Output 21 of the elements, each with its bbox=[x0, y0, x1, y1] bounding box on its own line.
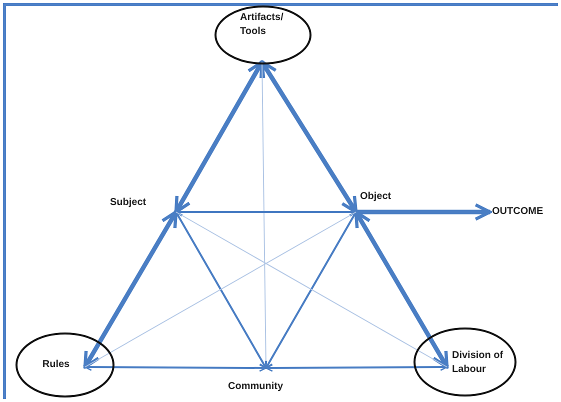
node-text: Object bbox=[360, 190, 392, 204]
arrow bbox=[265, 211, 357, 369]
connector-line bbox=[176, 212, 448, 368]
node-text: Artifacts/ Tools bbox=[240, 11, 284, 39]
arrow bbox=[175, 211, 267, 369]
arrow bbox=[175, 208, 357, 216]
arrow bbox=[174, 60, 264, 214]
connector-line bbox=[84, 212, 356, 368]
arrow bbox=[260, 60, 358, 214]
arrow bbox=[356, 203, 492, 221]
node-text: Community bbox=[228, 380, 283, 394]
node-text: OUTCOME bbox=[492, 205, 544, 219]
arrow bbox=[84, 363, 267, 372]
arrow bbox=[265, 363, 448, 372]
ellipse-node bbox=[413, 327, 517, 397]
node-text: Division of Labour bbox=[452, 349, 504, 377]
ellipse-node bbox=[214, 5, 312, 65]
ellipse-node bbox=[15, 332, 115, 398]
node-text: Subject bbox=[110, 196, 146, 210]
arrow bbox=[83, 210, 178, 369]
node-text: Rules bbox=[42, 358, 70, 372]
